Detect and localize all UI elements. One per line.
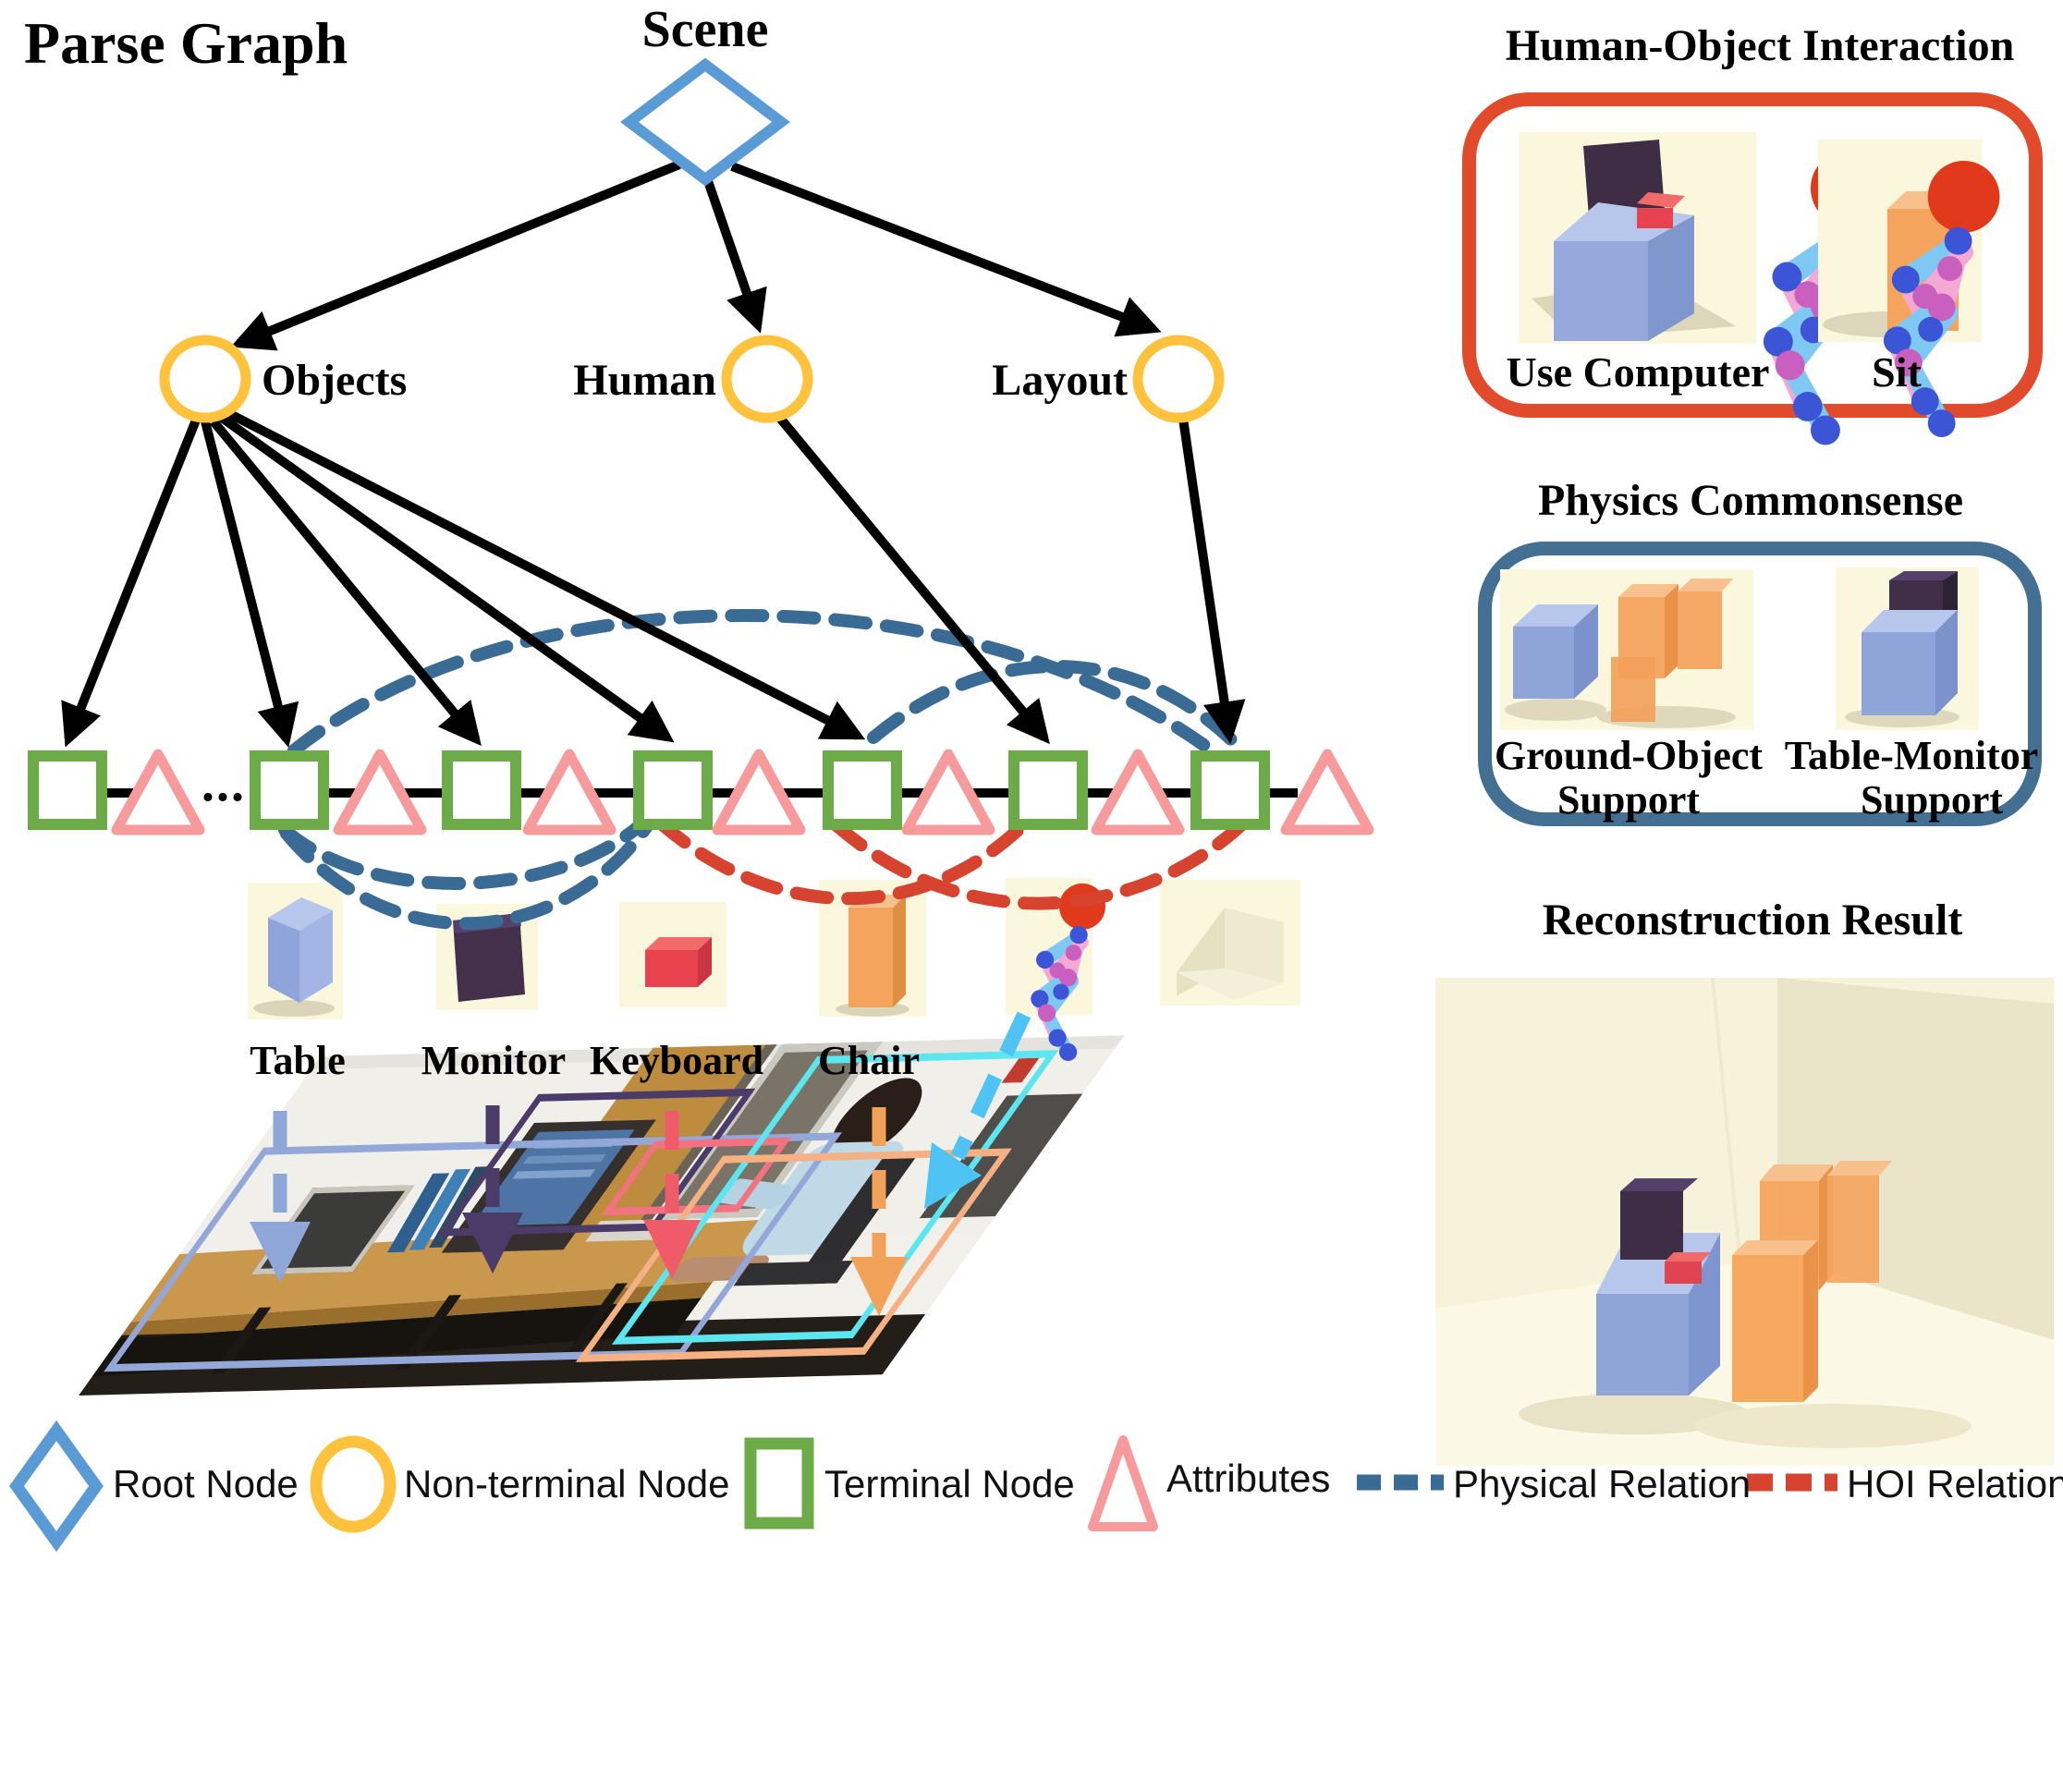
tree-edges [61,160,1246,748]
terminal-node-square [1190,750,1270,830]
use-computer-image [1519,132,1756,344]
edge-scene-layout [730,162,1162,337]
page-title: Parse Graph [24,10,348,76]
table-monitor-support-label-line2: Support [1860,777,2004,823]
legend-label-attributes: Attributes [1166,1457,1331,1500]
table-monitor-support-image [1836,567,1979,730]
legend-icons [9,1420,1837,1553]
scene-photo [79,1035,1125,1396]
attribute-triangle [333,749,427,835]
table-3d-icon [253,897,335,1017]
non-terminal-layout-circle [1132,335,1225,423]
root-node-diamond [620,57,790,187]
legend-label-non-terminal: Non-terminal Node [404,1462,730,1506]
terminal-node-square [250,750,329,830]
attribute-triangle [1280,749,1374,835]
edge-objects-t2 [201,420,299,748]
table-thumbnail [248,883,343,1019]
ground-object-support-label-line2: Support [1556,777,1701,823]
edge-layout-t7 [1178,418,1246,745]
terminal-node-square [28,750,107,830]
monitor-thumbnail [436,904,538,1010]
legend-label-root-node: Root Node [113,1462,299,1506]
legend-label-hoi-relation: HOI Relation [1847,1462,2063,1506]
table-monitor-support-label-line1: Table-Monitor [1784,733,2039,778]
physical-relation-arc [278,816,650,890]
ground-object-support-label-line1: Ground-Object [1494,733,1764,778]
non-terminal-label-objects: Objects [262,356,408,405]
attribute-triangle [901,749,995,835]
object-label-keyboard: Keyboard [589,1038,764,1083]
legend-triangle-icon [1088,1435,1158,1531]
keyboard-thumbnail [619,902,726,1007]
attribute-triangle [111,749,205,835]
room-layout-thumbnail [1160,880,1300,1006]
hoi-panel-title: Human-Object Interaction [1505,21,2015,70]
keyboard-3d-icon [645,937,712,987]
physical-relation-arc [287,609,1213,757]
reconstruction-3d-scene [1435,977,2054,1466]
attribute-triangle [1091,749,1185,835]
use-computer-label: Use Computer [1506,348,1770,396]
chair-3d-icon [836,895,909,1017]
attribute-triangle [712,749,806,835]
human-thumbnail [1006,878,1093,1015]
edge-objects-t5 [227,409,866,740]
attribute-triangle [522,749,616,835]
room-layout-icon [1177,908,1284,1000]
non-terminal-human-circle [721,335,813,423]
physics-panel-title: Physics Commonsense [1537,476,1963,525]
sit-label: Sit [1872,348,1922,396]
legend-label-terminal: Terminal Node [824,1462,1075,1506]
legend-diamond-icon [9,1420,104,1553]
use-computer-3d-scene [1532,140,1756,344]
monitor-3d-icon [453,913,525,1002]
terminal-row-ellipsis: ... [201,755,246,812]
terminal-node-square [1008,750,1088,830]
non-terminal-label-layout: Layout [992,356,1128,405]
ground-object-3d-scene [1505,579,1736,728]
edge-scene-human [703,179,767,334]
legend-square-icon [744,1437,814,1530]
ground-object-support-image [1500,569,1753,730]
edge-objects-t4 [219,413,675,743]
edge-objects-t3 [210,418,482,747]
edge-human-t6 [775,412,1050,745]
scene-root-label: Scene [641,1,769,58]
relation-arcs [278,609,1252,931]
attribute-triangles [111,749,1374,835]
table-monitor-3d-scene [1845,571,1959,727]
non-terminal-objects-circle [159,335,251,423]
legend-label-physical-relation: Physical Relation [1453,1462,1752,1506]
legend-circle-icon [310,1435,397,1533]
terminal-node-square [442,750,521,830]
reconstruction-title: Reconstruction Result [1542,896,1963,945]
sit-3d-scene [1823,140,1982,342]
edge-objects-t1 [61,416,201,748]
object-label-monitor: Monitor [421,1038,567,1083]
non-terminal-label-human: Human [573,356,716,405]
chair-thumbnail [819,880,926,1017]
edge-scene-objects [230,160,681,351]
terminal-node-square [633,750,713,830]
object-label-table: Table [250,1038,346,1083]
sit-image [1818,140,1982,342]
physical-relation-arc [867,660,1243,751]
human-skeleton-icon [1006,878,1093,1015]
object-label-chair: Chair [818,1038,920,1083]
terminal-node-square [823,750,902,830]
reconstruction-image [1435,977,2054,1466]
